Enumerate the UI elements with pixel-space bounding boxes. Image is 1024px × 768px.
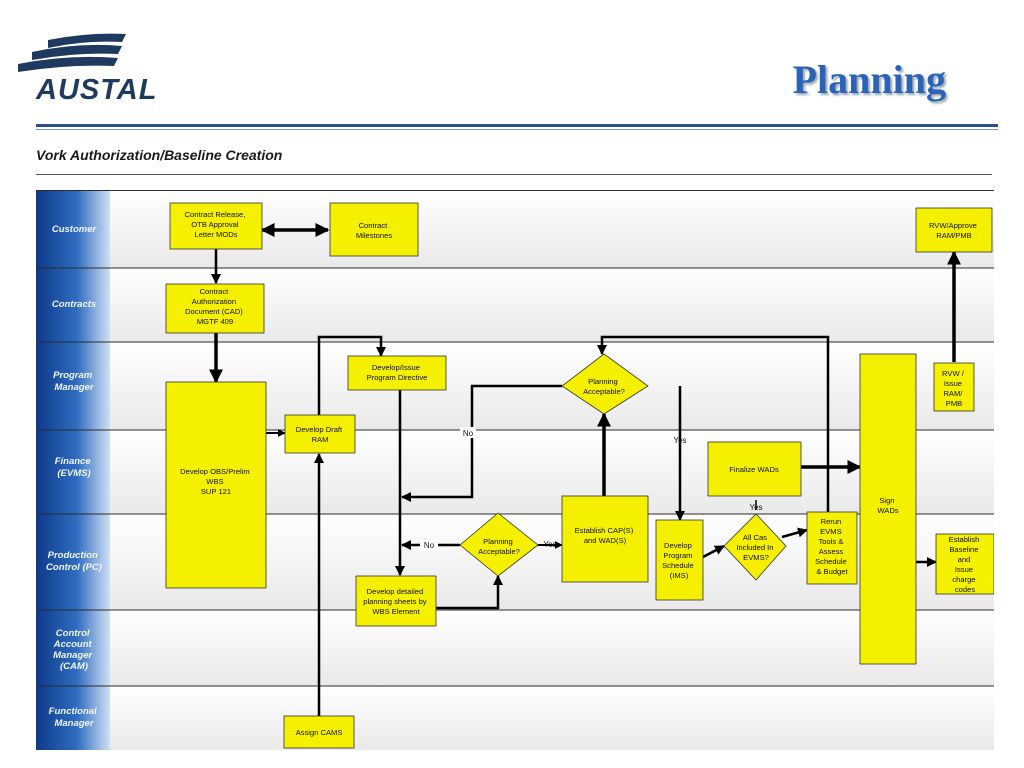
text-cad: Contract Authorization Document (CAD) MG…: [185, 287, 245, 326]
node-sign-wads: [859, 353, 917, 665]
lane-header-finance: [36, 430, 110, 514]
lane-label-functional: Functional Manager: [49, 706, 100, 729]
lane-label-cam: Control Account Manager (CAM): [53, 628, 95, 672]
node-cad: [165, 283, 265, 334]
node-contract-release: [169, 202, 263, 250]
node-develop-program-schedule: [655, 519, 704, 601]
header-rule-thin: [36, 129, 998, 130]
lane-label-finance: Finance (EVMS): [55, 456, 94, 479]
node-all-cas-included: [723, 513, 787, 581]
text-assign-cams: Assign CAMS: [296, 728, 343, 737]
text-planning-acceptable-top: Planning Acceptable?: [583, 377, 625, 396]
edge-schedule-allcas: [702, 544, 725, 559]
edge-detailed-bottom-diamond: [436, 575, 503, 610]
node-rerun-evms-tools: [806, 511, 858, 585]
node-develop-issue-directive: [347, 355, 447, 391]
text-rerun-evms-tools: Rerun EVMS Tools & Assess Schedule & Bud…: [815, 517, 849, 576]
lane-header-program-manager: [36, 342, 110, 430]
edge-label-bg-no-bottom: [420, 540, 438, 551]
text-develop-detailed-sheets: Develop detailed planning sheets by WBS …: [363, 587, 428, 616]
text-rvw-approve-ram-pmb: RVW/Approve RAM/PMB: [929, 221, 979, 240]
node-develop-obs-wbs: [165, 381, 267, 589]
lane-headers: [36, 190, 110, 750]
lane-header-functional: [36, 686, 110, 750]
lane-bg-cam: [110, 610, 994, 686]
edge-top-no: [401, 384, 562, 502]
text-sign-wads: Sign WADs: [877, 496, 898, 515]
node-rvw-issue-ram-pmb: [933, 362, 975, 412]
lane-header-production: [36, 514, 110, 610]
node-establish-baseline: [935, 533, 994, 595]
swimlane-diagram: Customer Contracts Program Manager Finan…: [36, 190, 994, 750]
lane-label-customer: Customer: [52, 224, 98, 235]
text-contract-milestones: Contract Milestones: [356, 221, 392, 240]
process-boxes: [165, 202, 994, 749]
logo-swoosh-2: [32, 44, 122, 60]
edge-allcas-rerun: [781, 527, 808, 539]
diagram-subtitle: Vork Authorization/Baseline Creation: [36, 147, 283, 163]
text-develop-program-schedule: Develop Program Schedule (IMS): [662, 541, 696, 580]
text-establish-baseline: Establish Baseline and Issue charge code…: [949, 535, 982, 594]
node-planning-acceptable-bottom: [459, 512, 539, 577]
lane-label-production: Production Control (PC): [46, 550, 102, 573]
node-develop-detailed-sheets: [355, 575, 437, 627]
text-establish-cap-wad: Establish CAP(S) and WAD(S): [575, 526, 636, 545]
text-rvw-issue-ram-pmb: RVW / Issue RAM/ PMB: [942, 369, 966, 408]
edge-label-yes-all-cas: Yes: [749, 503, 762, 512]
node-contract-milestones: [329, 202, 419, 257]
node-planning-acceptable-top: [561, 353, 649, 415]
edge-label-bg-no-top: [460, 427, 476, 438]
subtitle-rule: [36, 174, 992, 175]
edge-rerun-loop: [597, 335, 830, 512]
lane-label-program-manager: Program Manager: [53, 370, 95, 393]
logo-text: AUSTAL: [36, 74, 158, 106]
header-rule: [36, 124, 998, 127]
text-all-cas-included: All Cas Included In EVMS?: [736, 533, 775, 562]
decision-diamonds: [459, 353, 787, 581]
edge-label-no-bottom: No: [424, 541, 435, 550]
text-develop-issue-directive: Develop/Issue Program Directive: [367, 363, 428, 382]
node-rvw-approve-ram-pmb: [915, 207, 993, 253]
austal-logo: [18, 33, 126, 72]
node-establish-cap-wad: [561, 495, 649, 583]
lane-label-contracts: Contracts: [52, 299, 96, 310]
logo-swoosh-3: [18, 56, 118, 72]
node-assign-cams: [283, 715, 355, 749]
text-finalize-wads: Finalize WADs: [729, 465, 779, 474]
node-develop-draft-ram: [284, 414, 356, 454]
text-contract-release: Contract Release, OTB Approval Letter MO…: [185, 210, 248, 239]
edge-label-yes-bottom: Yes: [543, 540, 556, 549]
edge-draft-ram-directive: [317, 335, 386, 422]
text-develop-obs-wbs: Develop OBS/Prelim WBS SUP 121: [180, 467, 252, 496]
edge-label-no-top: No: [463, 429, 474, 438]
node-finalize-wads: [707, 441, 802, 497]
lane-header-cam: [36, 610, 110, 686]
lane-header-customer: [36, 190, 110, 268]
text-develop-draft-ram: Develop Draft RAM: [296, 425, 345, 444]
edge-label-yes-top: Yes: [673, 436, 686, 445]
lane-header-contracts: [36, 268, 110, 342]
lane-bg-functional: [110, 686, 994, 750]
connectors: [209, 223, 961, 716]
text-planning-acceptable-bottom: Planning Acceptable?: [478, 537, 520, 556]
logo-swoosh-1: [48, 33, 126, 48]
page-title: Planning: [792, 57, 946, 102]
